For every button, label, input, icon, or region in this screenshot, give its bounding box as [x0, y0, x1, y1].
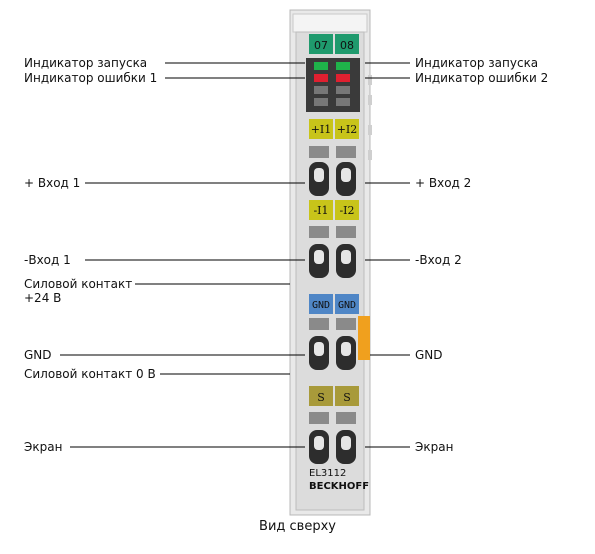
label-shield-2: S — [343, 391, 351, 404]
callout-shield-right: Экран — [415, 440, 454, 454]
label-gnd-1: GND — [312, 300, 330, 311]
brand-label: BECKHOFF — [309, 481, 369, 492]
channel-label-07: 07 — [314, 39, 328, 52]
callout-gnd-right: GND — [415, 348, 443, 362]
callout-input-plus-1: + Вход 1 — [24, 176, 81, 190]
label-minus-i1: -I1 — [313, 204, 328, 217]
led-window — [306, 58, 360, 112]
label-shield-1: S — [317, 391, 325, 404]
terminal-row-3 — [309, 318, 356, 370]
run-led-1 — [314, 62, 328, 70]
minus-input-labels: -I1 -I2 — [309, 200, 359, 220]
callout-power-contact-0v: Силовой контакт 0 В — [24, 367, 156, 381]
model-label: EL3112 — [309, 468, 346, 479]
callout-input-minus-2: -Вход 2 — [415, 253, 462, 267]
callout-error-led-1: Индикатор ошибки 1 — [24, 71, 158, 85]
label-gnd-2: GND — [338, 300, 356, 311]
callout-lines — [60, 62, 410, 448]
callout-input-plus-2: + Вход 2 — [415, 176, 472, 190]
callout-run-led-left: Индикатор запуска — [24, 56, 148, 70]
callout-shield-left: Экран — [24, 440, 63, 454]
plus-input-labels: +I1 +I2 — [309, 119, 359, 139]
power-contact-orange — [358, 316, 370, 360]
callout-input-minus-1: -Вход 1 — [24, 253, 71, 267]
channel-led-header: 07 08 — [309, 34, 359, 54]
run-led-2 — [336, 62, 350, 70]
error-led-2 — [336, 74, 350, 82]
gnd-labels: GND GND — [309, 294, 359, 314]
callout-power-contact-24v-line1: Силовой контакт — [24, 277, 133, 291]
channel-label-08: 08 — [340, 39, 354, 52]
diagram-caption: Вид сверху — [259, 519, 336, 534]
callout-gnd-left: GND — [24, 348, 52, 362]
terminal-row-4 — [309, 412, 356, 464]
terminal-row-1 — [309, 146, 356, 196]
error-led-1 — [314, 74, 328, 82]
terminal-row-2 — [309, 226, 356, 278]
label-plus-i1: +I1 — [311, 123, 332, 136]
callout-run-led-right: Индикатор запуска — [415, 56, 539, 70]
label-minus-i2: -I2 — [339, 204, 354, 217]
callout-power-contact-24v-line2: +24 В — [24, 291, 62, 305]
callout-power-contact-24v: Силовой контакт +24 В — [24, 277, 132, 305]
label-plus-i2: +I2 — [337, 123, 358, 136]
shield-labels: S S — [309, 386, 359, 406]
callout-error-led-2: Индикатор ошибки 2 — [415, 71, 549, 85]
